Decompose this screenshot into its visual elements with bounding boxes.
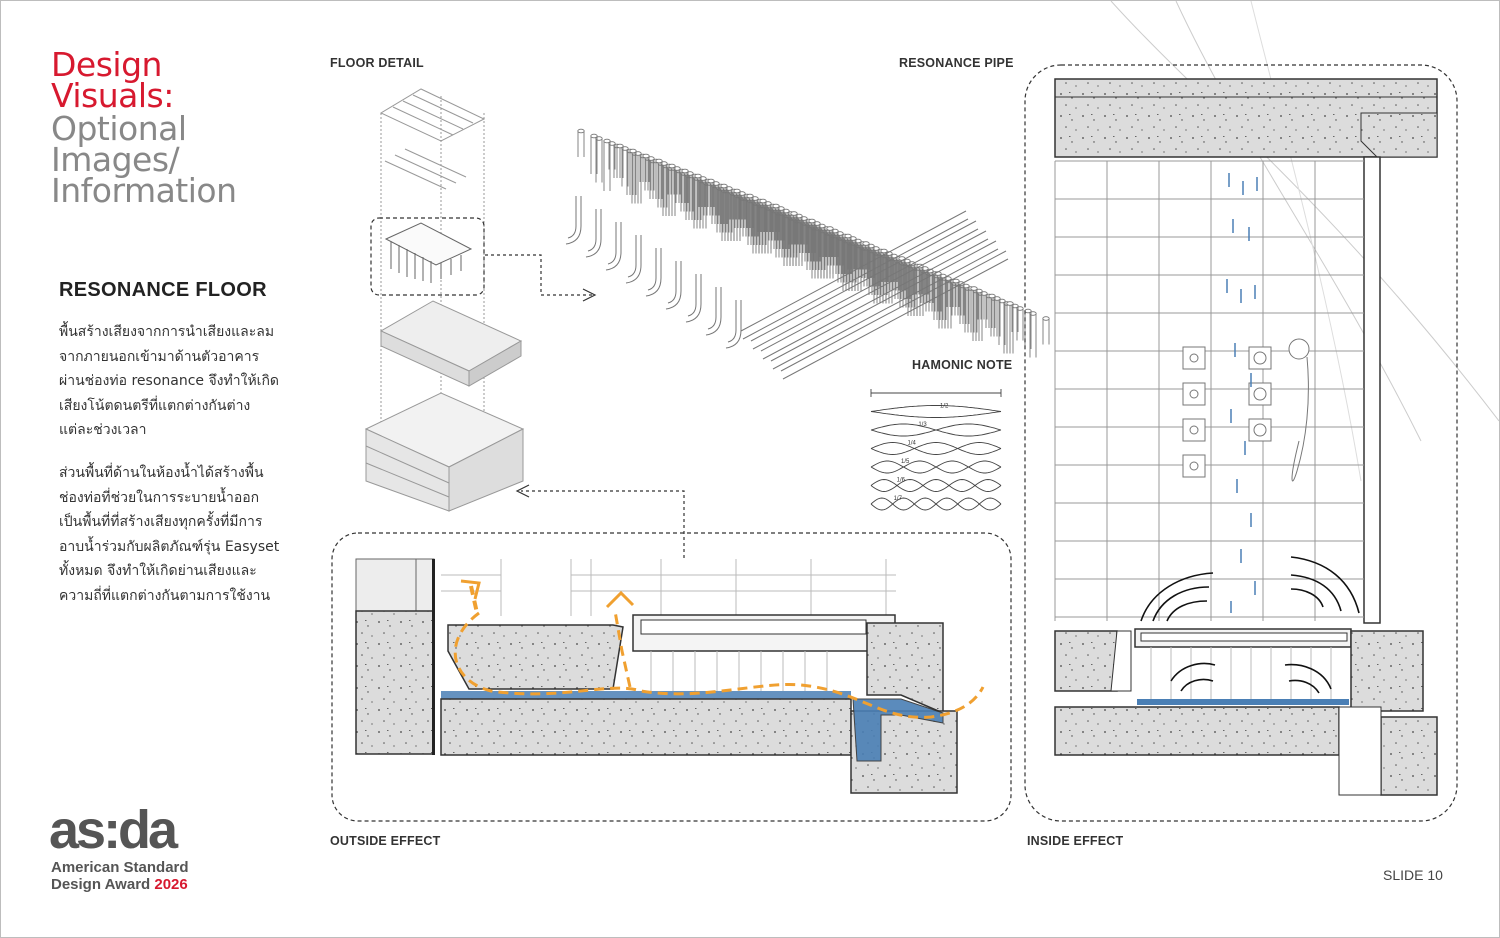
description-paragraph-1: พื้นสร้างเสียงจากการนำเสียงและลมจากภายนอ…	[59, 324, 280, 438]
section-heading: RESONANCE FLOOR	[59, 279, 267, 301]
harmonic-fraction-label: 1/6	[897, 478, 906, 484]
harmonic-fraction-label: 1/3	[918, 422, 927, 428]
title-optional-info: Optional Images/ Information	[51, 109, 237, 210]
logo-text-american-standard: American Standard	[51, 859, 189, 876]
slide-number: SLIDE 10	[1383, 867, 1443, 883]
title-design: Design Visuals:	[51, 45, 174, 115]
harmonic-note-label: HAMONIC NOTE	[912, 358, 1013, 372]
description-paragraph-2: ส่วนพื้นที่ด้านในห้องน้ำได้สร้างพื้นช่อง…	[59, 465, 280, 604]
harmonic-fraction-label: 1/4	[908, 441, 917, 447]
asda-logo-mark: as:da	[49, 800, 178, 860]
outside-effect-label: OUTSIDE EFFECT	[330, 834, 441, 848]
harmonic-fraction-label: 1/7	[894, 496, 903, 502]
floor-detail-label: FLOOR DETAIL	[330, 56, 424, 70]
harmonic-fraction-label: 1/5	[901, 459, 910, 465]
inside-effect-label: INSIDE EFFECT	[1027, 834, 1124, 848]
harmonic-fraction-label: 1/2	[940, 404, 949, 410]
resonance-pipe-label: RESONANCE PIPE	[899, 56, 1014, 70]
logo-text-design-award: Design Award 2026	[51, 876, 188, 893]
